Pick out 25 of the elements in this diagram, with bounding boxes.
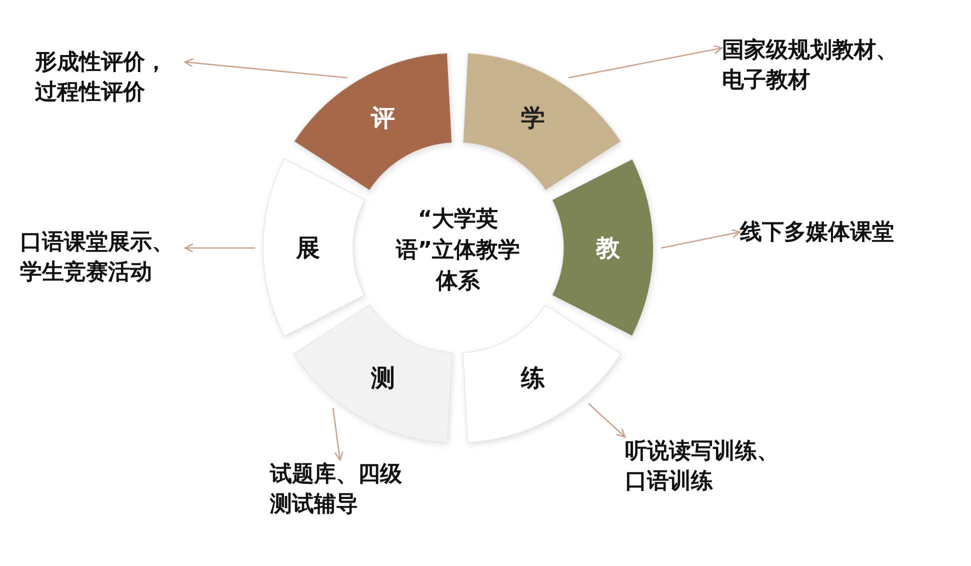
description-text: 口语课堂展示、学生竞赛活动 — [20, 228, 185, 288]
arrow — [568, 44, 723, 78]
ring-segment — [294, 305, 452, 443]
ring-segment — [552, 159, 653, 337]
arrow — [184, 243, 255, 253]
description-text: 形成性评价，过程性评价 — [35, 48, 185, 108]
segment-label: 展 — [296, 232, 320, 264]
segment-label: 练 — [520, 362, 545, 394]
arrow — [184, 58, 348, 78]
segment-label: 评 — [370, 103, 395, 134]
segment-label: 学 — [520, 103, 545, 134]
ring-segment — [263, 159, 364, 337]
arrow — [660, 229, 741, 249]
description-text: 试题库、四级测试辅导 — [270, 460, 415, 520]
ring-segment — [463, 305, 622, 443]
center-title: “大学英语”立体教学体系 — [394, 206, 522, 296]
arrow — [588, 403, 626, 438]
description-text: 线下多媒体课堂 — [740, 218, 940, 248]
ring-segment — [463, 53, 622, 191]
segment-label: 教 — [596, 232, 620, 264]
segment-label: 测 — [370, 362, 395, 394]
ring-segment — [294, 53, 452, 191]
description-text: 国家级规划教材、电子教材 — [722, 36, 917, 96]
description-text: 听说读写训练、口语训练 — [625, 437, 790, 496]
arrow — [332, 408, 344, 461]
